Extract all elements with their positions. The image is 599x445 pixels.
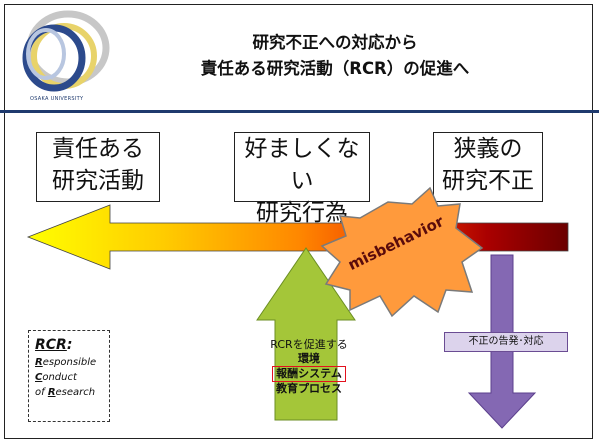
promotion-line-2: 環境 (298, 352, 320, 365)
rcr-heading: RCR (35, 337, 67, 353)
title-line-1: 研究不正への対応から (252, 33, 418, 52)
box-responsible-line-1: 責任ある (52, 136, 144, 162)
promotion-arrow-up (256, 247, 356, 421)
university-logo (22, 10, 110, 92)
response-arrow-label: 不正の告発･対応 (444, 332, 568, 352)
box-responsible-research: 責任ある 研究活動 (36, 132, 160, 202)
university-name: OSAKA UNIVERSITY (30, 96, 84, 102)
box-responsible-line-2: 研究活動 (52, 168, 144, 194)
rcr-word-research: of Research (35, 387, 96, 398)
misbehavior-burst (320, 186, 484, 318)
promotion-line-4: 教育プロセス (276, 382, 342, 395)
header-divider (0, 110, 599, 113)
promotion-line-1: RCRを促進する (270, 338, 348, 351)
rcr-definition-box: RCR: Responsible Conduct of Research (28, 330, 110, 422)
rcr-word-conduct: Conduct (35, 372, 77, 383)
box-research-misconduct: 狭義の 研究不正 (433, 132, 543, 202)
box-questionable-practice: 好ましくない 研究行為 (234, 132, 370, 226)
box-questionable-line-1: 好ましくない (244, 136, 360, 194)
title-line-2: 責任ある研究活動（RCR）の促進へ (200, 59, 470, 78)
page-title: 研究不正への対応から 責任ある研究活動（RCR）の促進へ (100, 30, 570, 82)
spectrum-arrow (26, 204, 569, 270)
promotion-arrow-text: RCRを促進する 環境 報酬システム 教育プロセス (268, 338, 350, 396)
reward-system-highlight: 報酬システム (272, 366, 346, 382)
box-misconduct-line-2: 研究不正 (442, 168, 534, 194)
box-questionable-line-2: 研究行為 (256, 200, 348, 226)
rcr-word-responsible: Responsible (35, 357, 97, 368)
box-misconduct-line-1: 狭義の (453, 136, 523, 162)
